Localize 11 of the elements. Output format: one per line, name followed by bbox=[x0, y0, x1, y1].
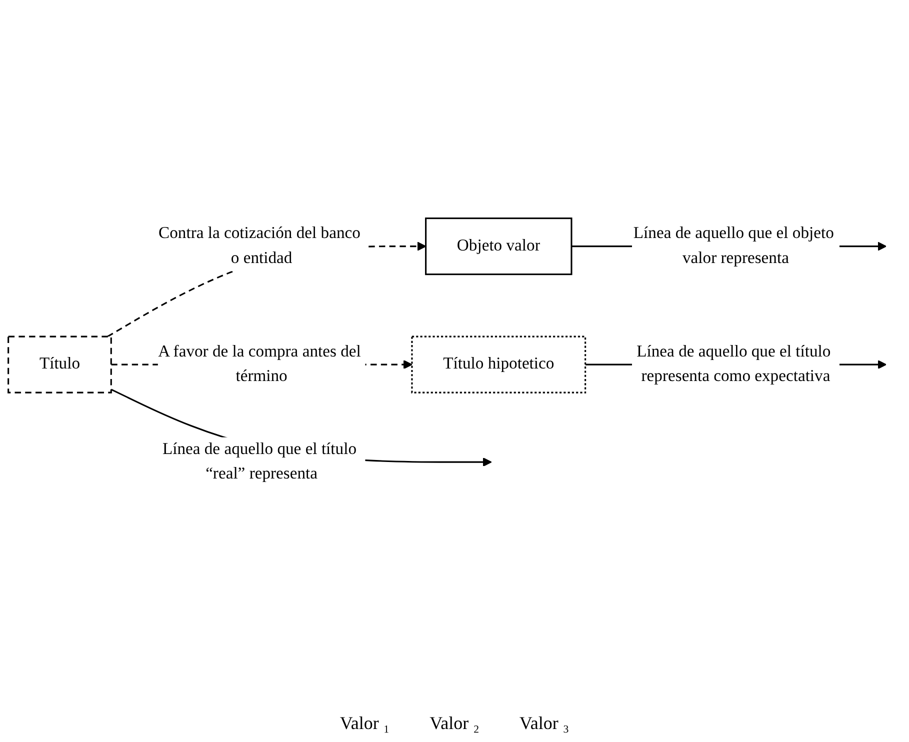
edge-label: A favor de la compra antes del término bbox=[158, 342, 361, 386]
node-box: Objeto valor bbox=[425, 217, 572, 275]
node-box: Título hipotetico bbox=[411, 336, 586, 394]
edge-label: Contra la cotización del banco o entidad bbox=[158, 224, 360, 267]
node-box: Título bbox=[8, 336, 112, 394]
value-label: Valor ₁ bbox=[340, 713, 390, 734]
value-label: Valor ₃ bbox=[519, 713, 570, 734]
edge-label: Línea de aquello que el objeto valor representa bbox=[633, 224, 834, 267]
edge-label: Línea de aquello que el título representa como expectativa bbox=[636, 342, 831, 386]
value-label: Valor ₂ bbox=[430, 713, 480, 734]
edge-label: Línea de aquello que el título “real” representa bbox=[162, 440, 356, 483]
